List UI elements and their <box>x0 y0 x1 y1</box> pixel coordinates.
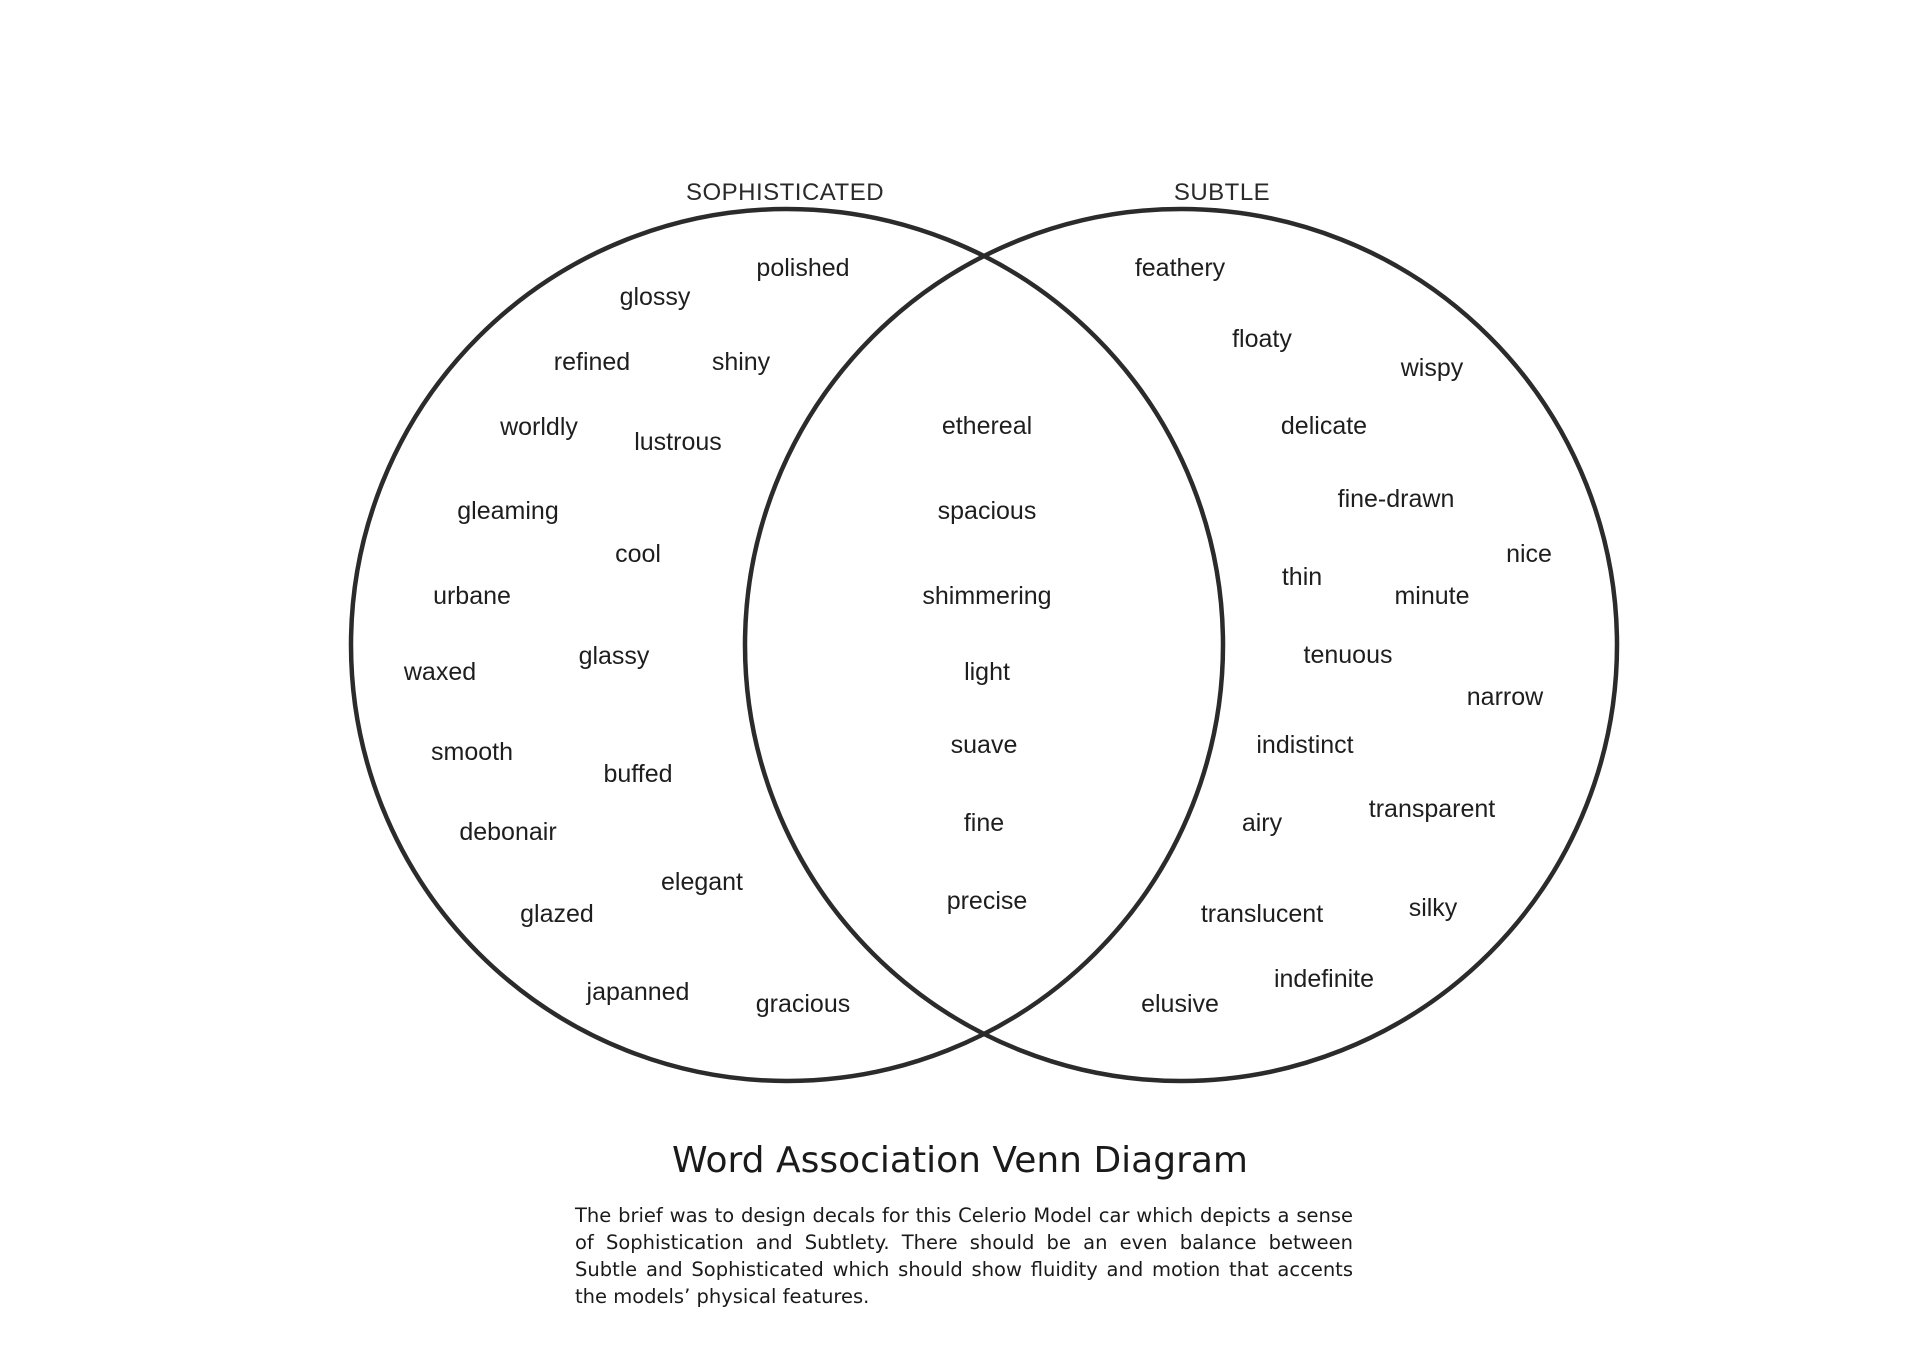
word-left-only-elegant: elegant <box>661 868 743 896</box>
word-right-only-airy: airy <box>1242 809 1283 837</box>
word-left-only-debonair: debonair <box>459 818 556 846</box>
word-left-only-polished: polished <box>756 254 849 282</box>
word-left-only-refined: refined <box>554 348 630 376</box>
caption-block: Word Association Venn Diagram The brief … <box>560 1140 1360 1308</box>
word-intersection-spacious: spacious <box>938 497 1037 525</box>
word-right-only-minute: minute <box>1394 582 1469 610</box>
word-right-only-indefinite: indefinite <box>1274 965 1374 993</box>
sophisticated-set-label: SOPHISTICATED <box>686 179 884 206</box>
word-right-only-wispy: wispy <box>1400 354 1464 382</box>
word-left-only-worldly: worldly <box>499 413 578 441</box>
word-right-only-delicate: delicate <box>1281 412 1367 440</box>
word-left-only-gracious: gracious <box>756 990 851 1018</box>
word-right-only-elusive: elusive <box>1141 990 1219 1018</box>
word-right-only-silky: silky <box>1409 894 1458 922</box>
diagram-title: Word Association Venn Diagram <box>671 1140 1249 1181</box>
word-left-only-japanned: japanned <box>586 978 690 1006</box>
word-right-only-nice: nice <box>1506 540 1552 568</box>
word-left-only-cool: cool <box>615 540 661 568</box>
word-intersection-suave: suave <box>951 731 1018 759</box>
word-right-only-transparent: transparent <box>1369 795 1496 823</box>
sophisticated-circle <box>348 206 1226 1084</box>
word-left-only-urbane: urbane <box>433 582 511 610</box>
word-right-only-floaty: floaty <box>1232 325 1292 353</box>
word-left-only-shiny: shiny <box>712 348 771 376</box>
word-left-only-waxed: waxed <box>403 658 476 686</box>
word-left-only-gleaming: gleaming <box>457 497 558 525</box>
word-left-only-smooth: smooth <box>431 738 513 766</box>
word-right-only-translucent: translucent <box>1201 900 1323 928</box>
word-left-only-glazed: glazed <box>520 900 594 928</box>
subtle-set-label: SUBTLE <box>1174 179 1270 206</box>
word-right-only-feathery: feathery <box>1135 254 1226 282</box>
diagram-description: The brief was to design decals for this … <box>575 1204 1353 1308</box>
subtle-circle <box>742 206 1620 1084</box>
word-right-only-thin: thin <box>1282 563 1322 591</box>
word-left-only-lustrous: lustrous <box>634 428 722 456</box>
word-right-only-indistinct: indistinct <box>1256 731 1353 759</box>
word-intersection-fine: fine <box>964 809 1004 837</box>
word-intersection-precise: precise <box>947 887 1028 915</box>
word-layer: polished glossy refined shiny worldly lustrou… <box>403 254 1552 1018</box>
word-intersection-ethereal: ethereal <box>942 412 1032 440</box>
word-left-only-buffed: buffed <box>603 760 672 788</box>
word-intersection-shimmering: shimmering <box>922 582 1051 610</box>
word-right-only-tenuous: tenuous <box>1304 641 1393 669</box>
word-right-only-narrow: narrow <box>1467 683 1544 711</box>
word-right-only-fine-drawn: fine-drawn <box>1338 485 1455 513</box>
word-intersection-light: light <box>964 658 1010 686</box>
word-left-only-glassy: glassy <box>579 642 650 670</box>
word-left-only-glossy: glossy <box>620 283 691 311</box>
